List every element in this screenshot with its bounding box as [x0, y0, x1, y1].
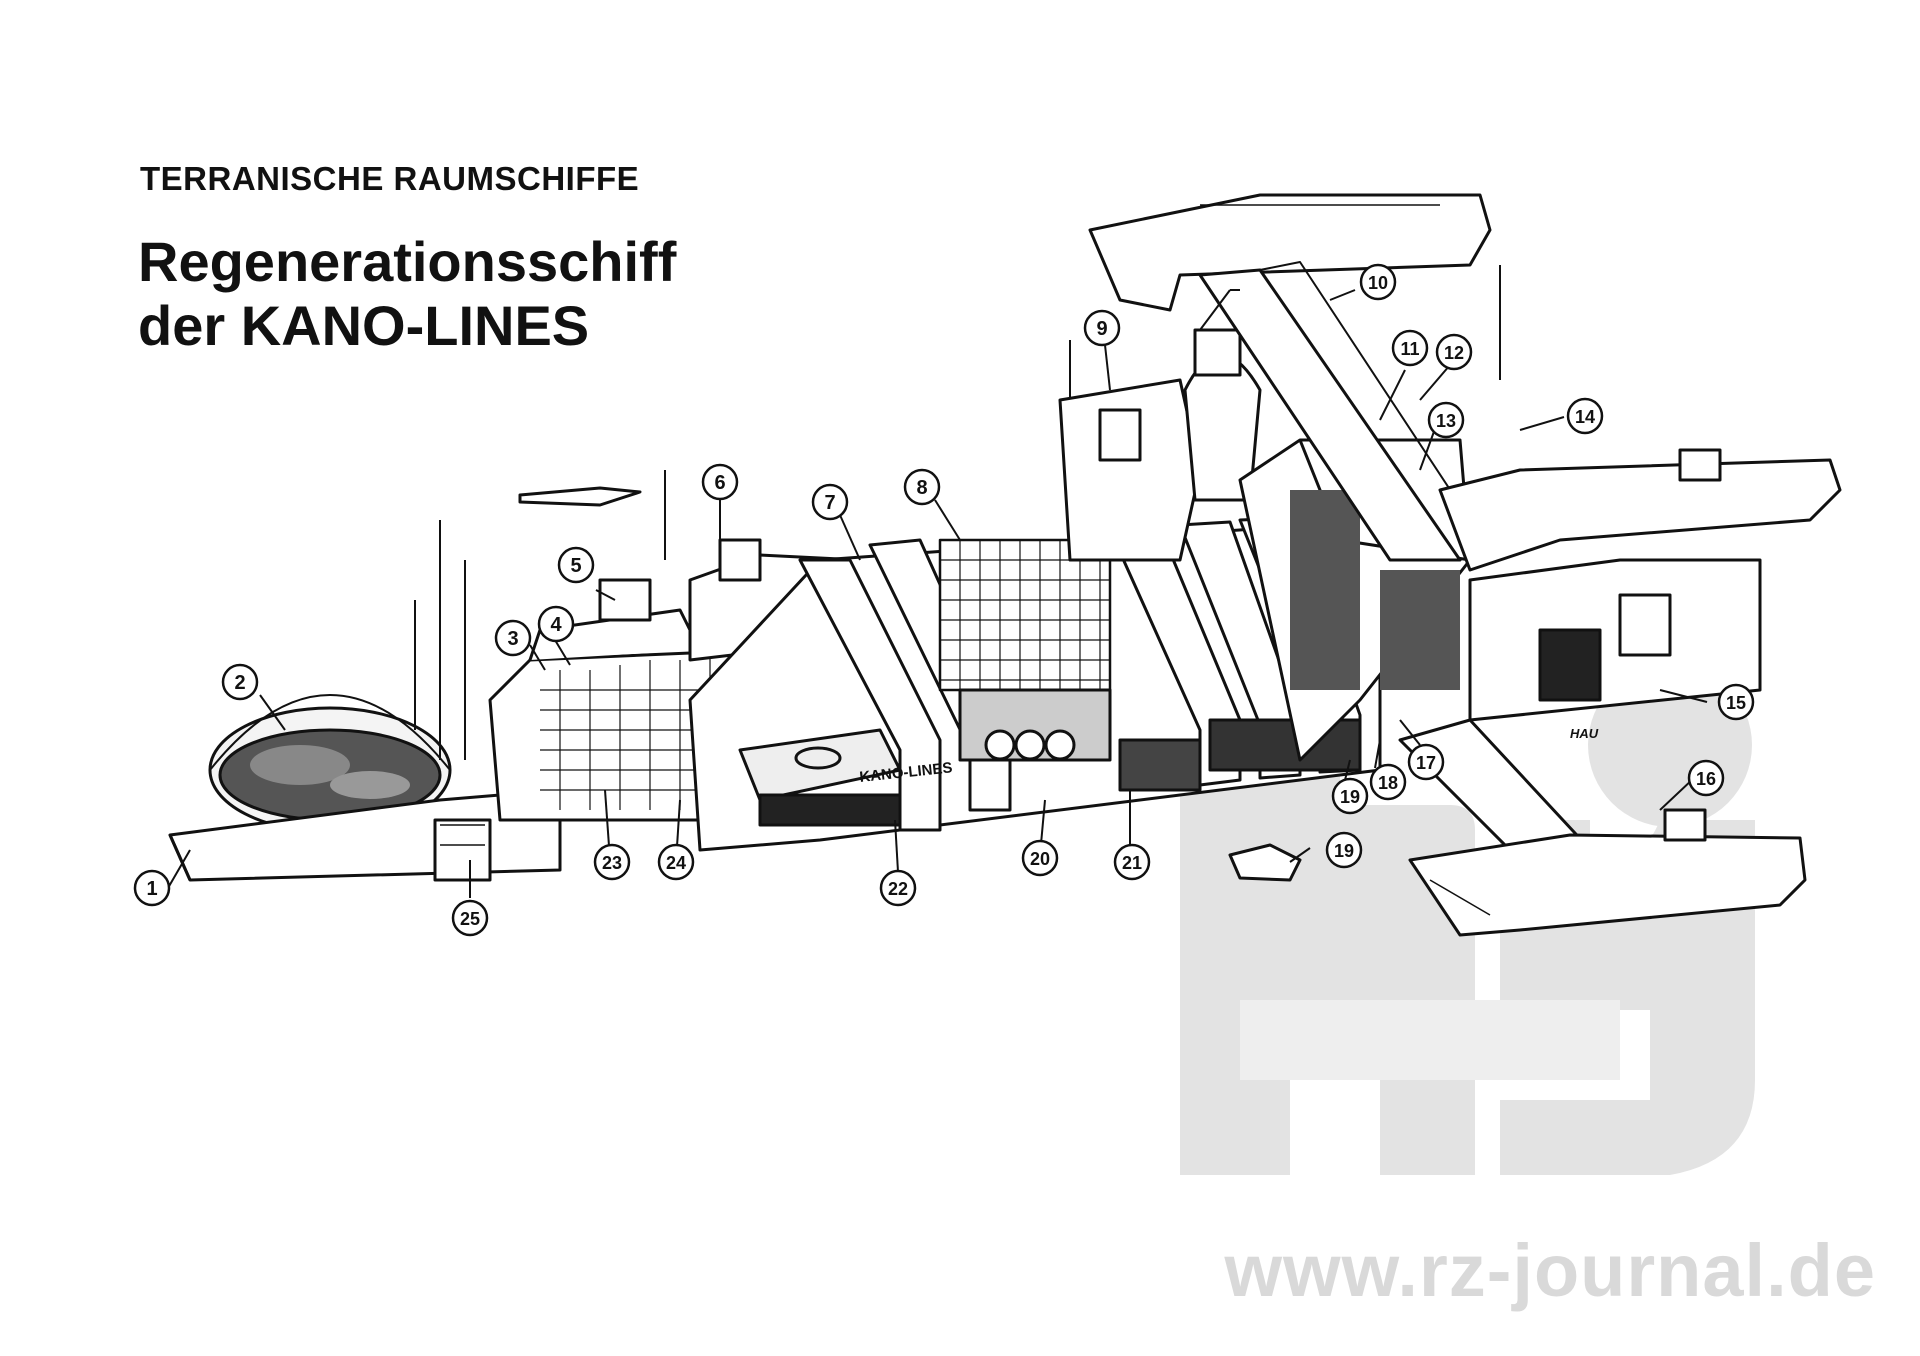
- callout-number: 23: [602, 853, 622, 873]
- callout-circle: [1687, 759, 1725, 797]
- callout-22: 22: [879, 869, 917, 907]
- callout-2: 2: [221, 663, 259, 701]
- page-title-line-2: der KANO-LINES: [138, 294, 590, 357]
- callout-number: 14: [1575, 407, 1595, 427]
- callout-6: 6: [701, 463, 739, 501]
- callout-number: 24: [666, 853, 686, 873]
- callout-9: 9: [1083, 309, 1121, 347]
- callout-10: 10: [1359, 263, 1397, 301]
- callout-8: 8: [903, 468, 941, 506]
- callout-circle: [133, 869, 171, 907]
- callout-circle: [537, 605, 575, 643]
- callout-25: 25: [451, 899, 489, 937]
- callout-18: 18: [1369, 763, 1407, 801]
- callout-16: 16: [1687, 759, 1725, 797]
- callout-circle: [1113, 843, 1151, 881]
- callout-circle: [1021, 839, 1059, 877]
- callout-circle: [1435, 333, 1473, 371]
- callout-12: 12: [1435, 333, 1473, 371]
- callout-number: 7: [824, 492, 835, 514]
- artist-signature: HAU: [1570, 726, 1599, 741]
- callout-number: 8: [916, 477, 927, 499]
- callout-7: 7: [811, 483, 849, 521]
- callout-circle: [1717, 683, 1755, 721]
- callout-circle: [903, 468, 941, 506]
- callout-number: 20: [1030, 849, 1050, 869]
- callout-number: 25: [460, 909, 480, 929]
- callout-circle: [1359, 263, 1397, 301]
- callout-circle: [557, 546, 595, 584]
- callout-4: 4: [537, 605, 575, 643]
- callout-13: 13: [1427, 401, 1465, 439]
- callout-circle: [1407, 743, 1445, 781]
- callout-number: 11: [1400, 339, 1419, 359]
- callout-number: 3: [507, 628, 518, 650]
- callout-number: 21: [1122, 853, 1142, 873]
- callout-5: 5: [557, 546, 595, 584]
- callout-number: 19: [1334, 841, 1354, 861]
- callout-number: 10: [1368, 273, 1388, 293]
- callout-number: 9: [1096, 318, 1107, 340]
- supertitle: TERRANISCHE RAUMSCHIFFE: [140, 160, 640, 197]
- callout-24: 24: [657, 843, 695, 881]
- callout-number: 6: [714, 472, 725, 494]
- callout-circle: [1391, 329, 1429, 367]
- page-title-line-1: Regenerationsschiff: [138, 230, 677, 293]
- callout-number: 13: [1436, 411, 1456, 431]
- callout-number: 16: [1696, 769, 1716, 789]
- callout-circle: [701, 463, 739, 501]
- callout-number: 22: [888, 879, 908, 899]
- callout-19: 19: [1325, 831, 1363, 869]
- biodome: [208, 694, 452, 834]
- callout-circle: [451, 899, 489, 937]
- callout-circle: [1369, 763, 1407, 801]
- watermark-url: www.rz-journal.de: [1224, 1229, 1876, 1312]
- callout-circle: [657, 843, 695, 881]
- callout-circle: [879, 869, 917, 907]
- callout-circle: [221, 663, 259, 701]
- callout-11: 11: [1391, 329, 1429, 367]
- callout-circle: [1331, 777, 1369, 815]
- callout-20: 20: [1021, 839, 1059, 877]
- callout-circle: [811, 483, 849, 521]
- callout-number: 19: [1340, 787, 1360, 807]
- callout-circle: [1427, 401, 1465, 439]
- callout-1: 1: [133, 869, 171, 907]
- callout-number: 15: [1726, 693, 1746, 713]
- callout-circle: [1566, 397, 1604, 435]
- callout-21: 21: [1113, 843, 1151, 881]
- callout-15: 15: [1717, 683, 1755, 721]
- callout-number: 2: [234, 672, 245, 694]
- callout-14: 14: [1566, 397, 1604, 435]
- callout-number: 1: [146, 878, 157, 900]
- callout-3: 3: [494, 619, 532, 657]
- callout-number: 4: [550, 614, 562, 636]
- ship-cutaway: [168, 193, 1842, 937]
- callout-number: 5: [570, 555, 581, 577]
- callout-circle: [1083, 309, 1121, 347]
- callout-circle: [593, 843, 631, 881]
- callout-circle: [494, 619, 532, 657]
- callout-19: 19: [1331, 777, 1369, 815]
- callout-number: 18: [1378, 773, 1398, 793]
- callout-number: 12: [1444, 343, 1464, 363]
- callout-23: 23: [593, 843, 631, 881]
- callout-17: 17: [1407, 743, 1445, 781]
- callout-number: 17: [1416, 753, 1436, 773]
- callout-circle: [1325, 831, 1363, 869]
